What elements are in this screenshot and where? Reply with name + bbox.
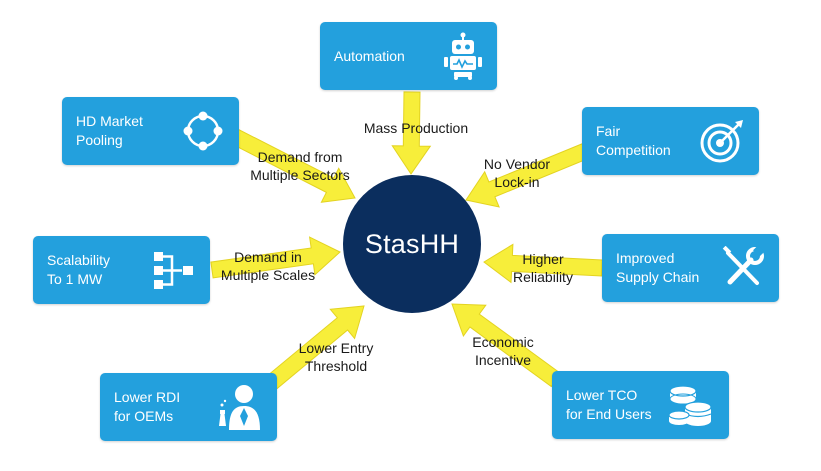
box-scalability-text: Scalability To 1 MW xyxy=(47,252,111,287)
center-circle: StasHH xyxy=(343,175,481,313)
robot-icon xyxy=(443,32,483,80)
arrow-group xyxy=(210,91,603,391)
box-lower-tco: Lower TCO for End Users xyxy=(552,371,729,439)
arrow-automation xyxy=(391,91,432,175)
arrow-hd-market xyxy=(221,124,356,203)
box-automation-text: Automation xyxy=(334,47,405,64)
label-mass-production: Mass Production xyxy=(363,120,469,136)
label-demand-sectors: Demand from Multiple Sectors xyxy=(250,149,350,183)
box-hd-market-pooling: HD Market Pooling xyxy=(62,97,239,165)
label-demand-scales: Demand in Multiple Scales xyxy=(220,249,316,283)
box-fair-competition: Fair Competition xyxy=(582,107,759,175)
box-lower-rdi: Lower RDI for OEMs xyxy=(100,373,277,441)
box-lower-tco-text: Lower TCO for End Users xyxy=(566,387,652,422)
pooling-cycle-icon xyxy=(181,109,225,153)
hierarchy-icon xyxy=(152,248,196,292)
target-icon xyxy=(699,118,745,164)
arrow-lower-tco xyxy=(451,303,562,388)
box-fair-competition-text: Fair Competition xyxy=(596,123,671,158)
box-supply-chain-text: Improved Supply Chain xyxy=(616,250,700,285)
arrow-lower-rdi xyxy=(264,305,365,391)
coins-icon xyxy=(667,383,715,427)
label-lower-entry: Lower Entry Threshold xyxy=(298,340,374,374)
label-no-vendor: No Vendor Lock-in xyxy=(483,156,551,190)
box-scalability: Scalability To 1 MW xyxy=(33,236,210,304)
box-automation: Automation xyxy=(320,22,497,90)
box-hd-market-text: HD Market Pooling xyxy=(76,113,143,148)
tools-icon xyxy=(721,246,765,290)
box-lower-rdi-text: Lower RDI for OEMs xyxy=(114,389,181,424)
scientist-icon xyxy=(217,382,263,432)
arrow-fair-competition xyxy=(465,141,592,208)
center-label: StasHH xyxy=(364,228,460,259)
arrow-supply-chain xyxy=(483,243,603,284)
box-supply-chain: Improved Supply Chain xyxy=(602,234,779,302)
label-higher-reliability: Higher Reliability xyxy=(513,251,573,285)
label-economic-incentive: Economic Incentive xyxy=(472,334,534,368)
arrow-scalability xyxy=(210,236,341,279)
